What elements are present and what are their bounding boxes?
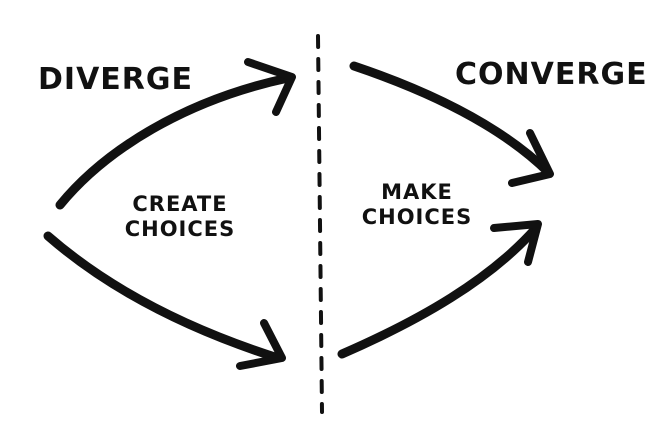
converge-upper-arrow-head <box>508 129 554 187</box>
diverge-lower-arrow-shaft <box>43 231 283 363</box>
diverge-upper-arrow-shaft <box>55 73 293 210</box>
create-choices-label: Create Choices <box>110 192 250 242</box>
converge-lower-arrow-shaft <box>337 223 541 359</box>
diverge-label: Diverge <box>38 62 193 97</box>
make-choices-label: Make Choices <box>352 180 482 230</box>
converge-upper-arrow-shaft <box>349 61 553 177</box>
converge-label: Converge <box>455 57 648 92</box>
create-choices-line1: Create <box>132 192 228 216</box>
center-divider-line <box>316 34 324 414</box>
make-choices-line1: Make <box>381 180 453 204</box>
create-choices-line2: Choices <box>124 217 236 242</box>
diverge-lower-arrow-head <box>236 319 286 370</box>
diverge-upper-arrow-head <box>244 58 296 116</box>
converge-lower-arrow-head <box>490 220 542 266</box>
make-choices-line2: Choices <box>361 205 473 230</box>
